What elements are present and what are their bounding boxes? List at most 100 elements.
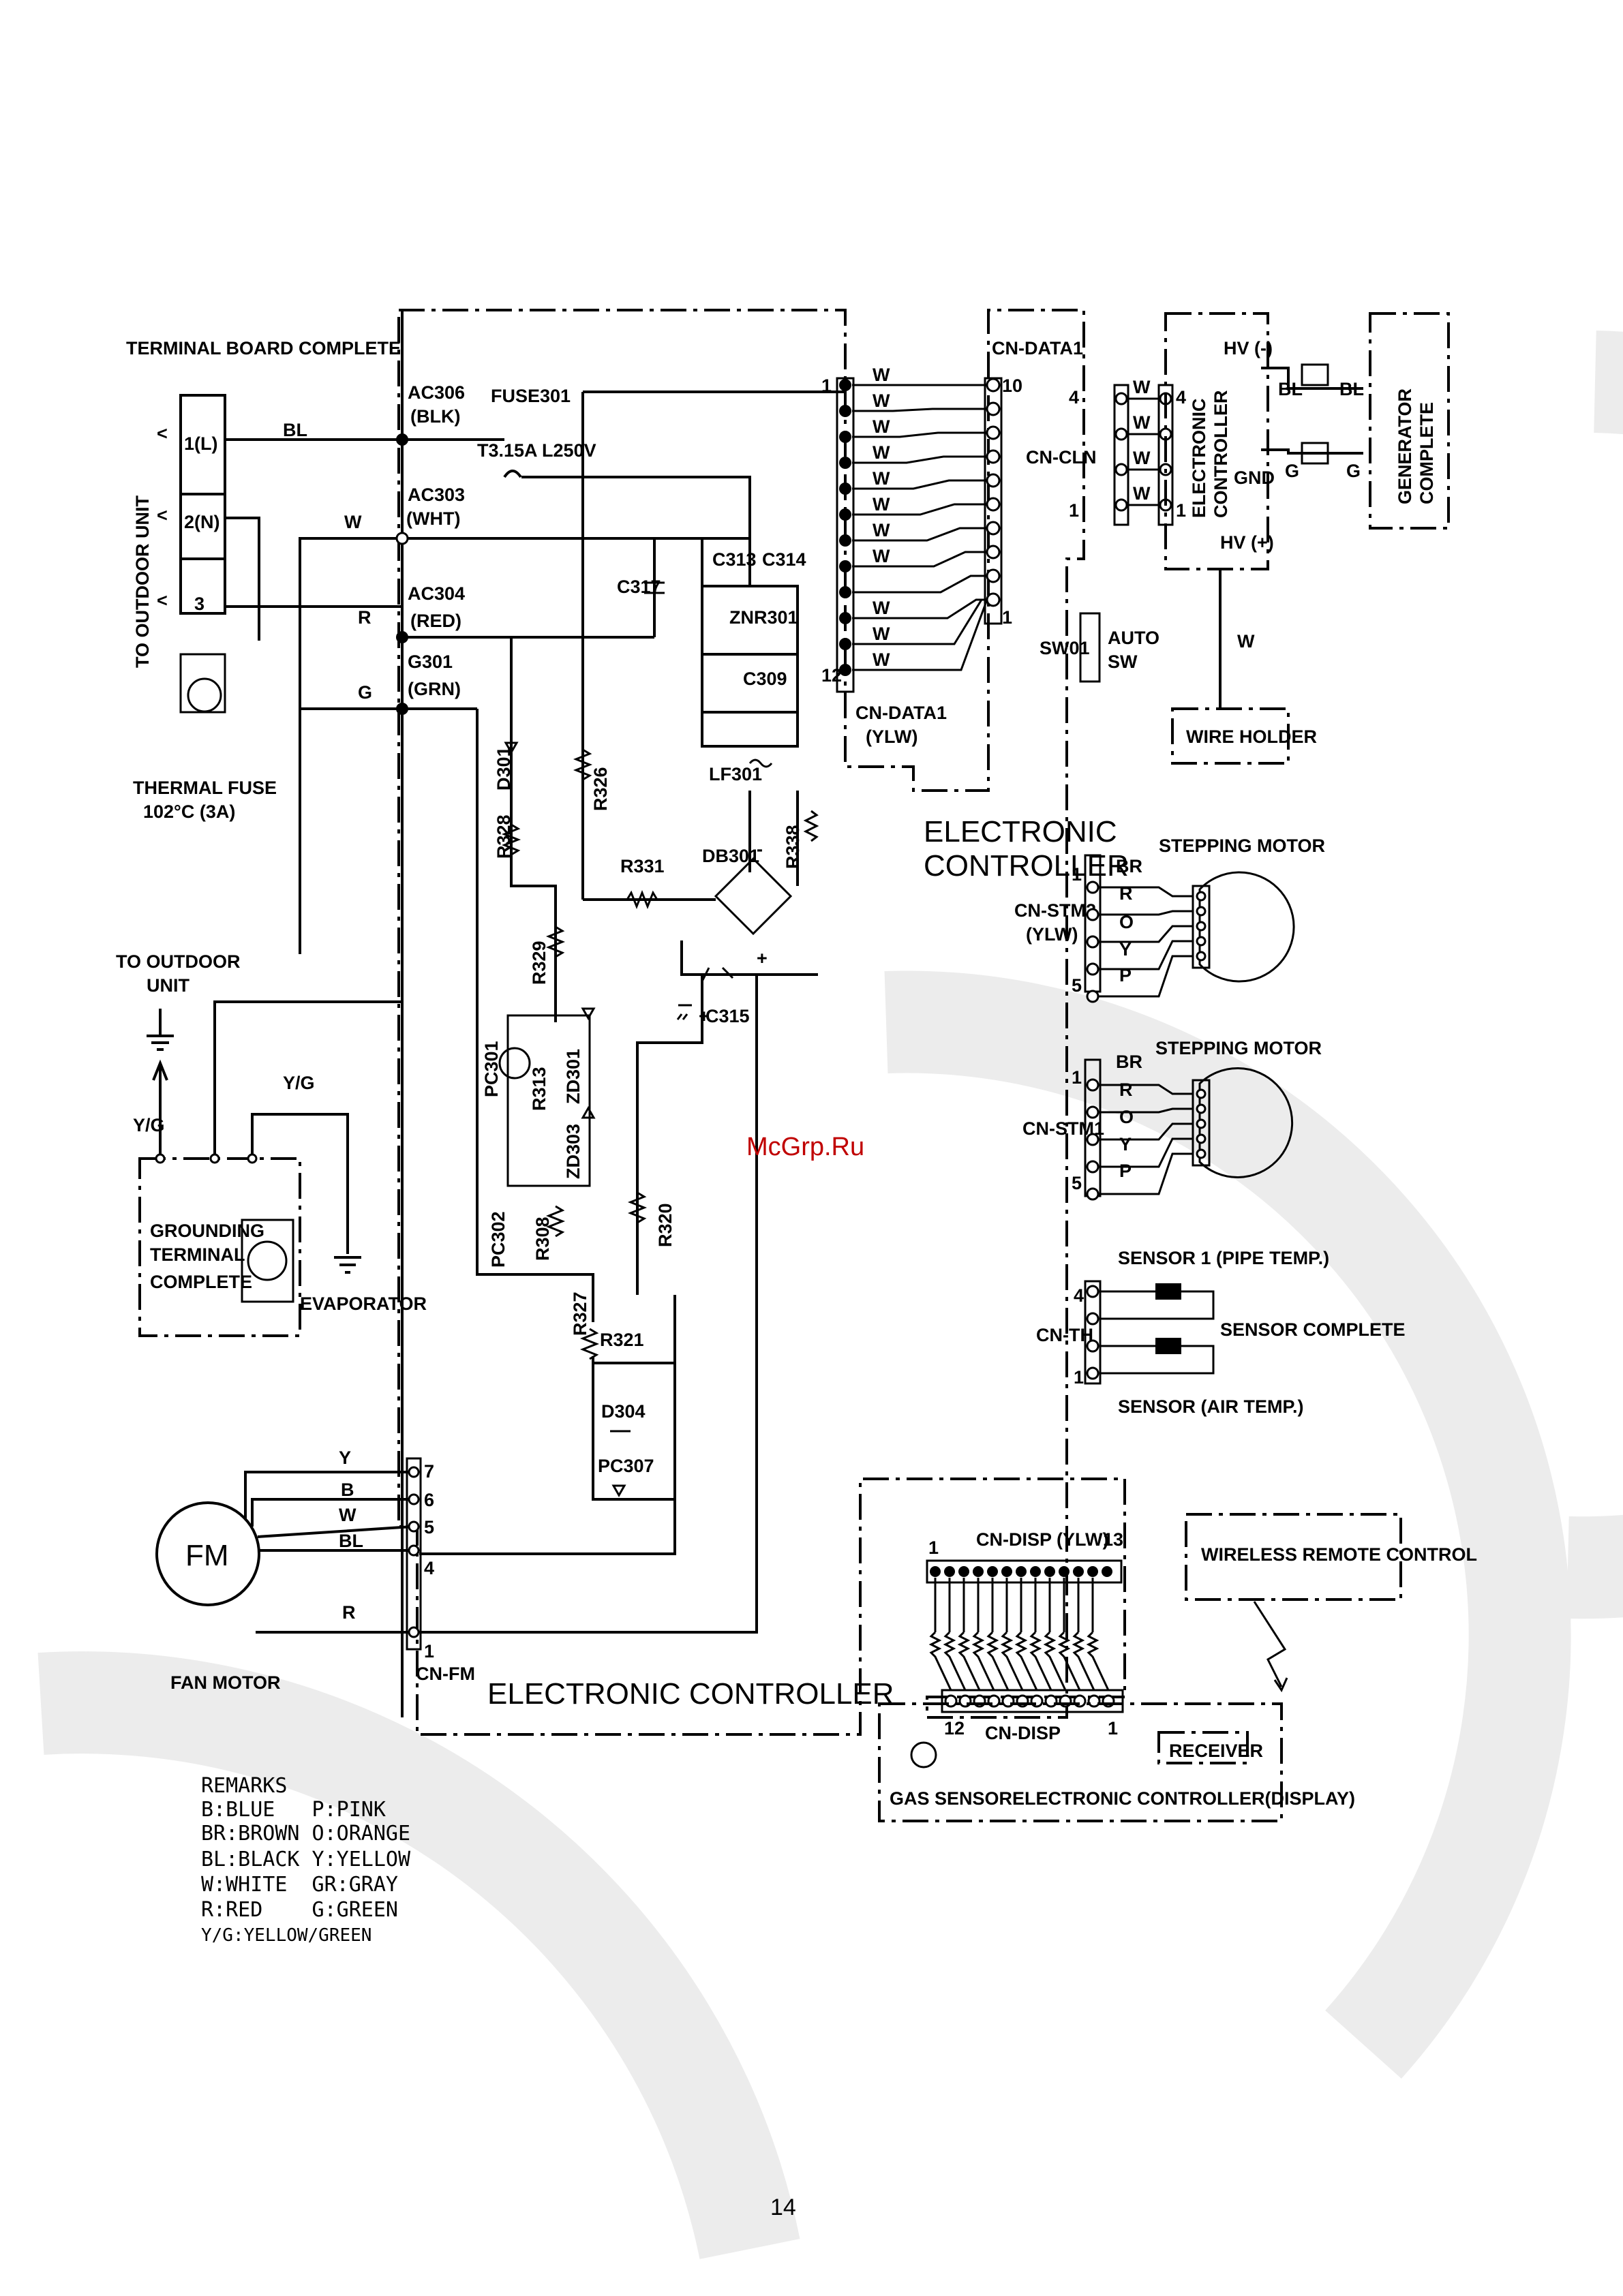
connector-pin bbox=[839, 560, 851, 572]
stepping-motor-top: STEPPING MOTOR CN-STM2 (YLW) 1 5 BR R O … bbox=[1014, 836, 1325, 1003]
connector-pin bbox=[839, 664, 851, 676]
connector-pin bbox=[1196, 891, 1207, 902]
cn-fm-label: CN-FM bbox=[416, 1664, 475, 1684]
cn-data1-connector: 1 12 CN-DATA1 10 1 CN-DATA1 (YLW) WWWWWW… bbox=[821, 338, 1083, 747]
connector-pin bbox=[1086, 1078, 1099, 1092]
remarks-title: REMARKS bbox=[201, 1774, 287, 1798]
r331-label: R331 bbox=[620, 856, 665, 876]
holder-wire-w: W bbox=[1237, 631, 1255, 652]
connector-pin bbox=[973, 1566, 984, 1577]
connector-pin bbox=[986, 473, 1001, 488]
minus-sign: - bbox=[757, 839, 763, 859]
ac306-color: (BLK) bbox=[410, 406, 460, 427]
connector-pin bbox=[1030, 1566, 1041, 1577]
gas-sensor-icon bbox=[910, 1741, 937, 1769]
connector-pin bbox=[1086, 908, 1099, 921]
stepping-motor-bottom: STEPPING MOTOR CN-STM1 1 5 BR R O Y P bbox=[1022, 1038, 1322, 1201]
connector-pin bbox=[1114, 498, 1128, 512]
gnd-label: GND bbox=[1234, 468, 1275, 488]
cn-data1-bottom-label: CN-DATA1 bbox=[855, 703, 947, 723]
c317-label: C317 bbox=[617, 577, 661, 597]
to-outdoor-label-2: UNIT bbox=[147, 975, 189, 996]
zd303-label: ZD303 bbox=[563, 1124, 583, 1179]
znr301-label: ZNR301 bbox=[729, 607, 798, 628]
terminal-board-title: TERMINAL BOARD COMPLETE bbox=[126, 338, 401, 358]
gen-controller-label-2: CONTROLLER bbox=[1211, 391, 1231, 518]
connector-pin bbox=[1087, 1566, 1098, 1577]
yg-label: Y/G bbox=[283, 1073, 315, 1093]
connector-pin bbox=[1001, 1566, 1012, 1577]
sensor-section: SENSOR 1 (PIPE TEMP.) SENSOR COMPLETE SE… bbox=[1036, 1248, 1406, 1417]
cn-disp-pin-12: 12 bbox=[944, 1718, 965, 1739]
data-wire-w: W bbox=[873, 546, 890, 566]
connector-pin bbox=[986, 449, 1001, 464]
gen-wire-bl-2: BL bbox=[1339, 379, 1364, 399]
stepping-motor-icon bbox=[1198, 1067, 1294, 1178]
r338-label: R338 bbox=[783, 825, 803, 869]
fuse301-rating: T3.15A L250V bbox=[477, 440, 596, 461]
cln-wire-w: W bbox=[1133, 483, 1151, 504]
to-outdoor-unit-label: TO OUTDOOR UNIT bbox=[132, 495, 153, 668]
c314-label: C314 bbox=[762, 549, 806, 570]
connector-pin bbox=[839, 586, 851, 598]
connector-pin bbox=[1102, 1566, 1112, 1577]
ac303-label: AC303 bbox=[408, 485, 465, 505]
cn-disp-top-connector bbox=[926, 1559, 1123, 1584]
hv-plus-label: HV (+) bbox=[1220, 532, 1274, 553]
connector-pin bbox=[408, 1493, 420, 1505]
fan-motor: FM FAN MOTOR CN-FM 7 6 5 4 1 Y B W BL R … bbox=[155, 975, 894, 1711]
evaporator-label: EVAPORATOR bbox=[300, 1294, 427, 1314]
sensor-pipe-label: SENSOR 1 (PIPE TEMP.) bbox=[1118, 1248, 1329, 1268]
g301-color: (GRN) bbox=[408, 679, 461, 699]
ground-terminal-icon bbox=[247, 1240, 288, 1281]
power-lines: BL W R G AC306 (BLK) AC303 (WHT) AC304 (… bbox=[225, 310, 751, 1717]
controller-label-1: ELECTRONIC bbox=[924, 815, 1117, 848]
cn-th-pin-4: 4 bbox=[1074, 1285, 1084, 1306]
fm-wire-b: B bbox=[341, 1480, 354, 1500]
connector-pin bbox=[1086, 990, 1099, 1003]
connector-pin bbox=[1196, 921, 1207, 932]
cn-data1-top-label: CN-DATA1 bbox=[992, 338, 1083, 358]
remarks-legend: REMARKS B:BLUE P:PINK BR:BROWN O:ORANGE … bbox=[201, 1774, 411, 1946]
display-wires bbox=[928, 1566, 1115, 1708]
bridge-rectifier-icon bbox=[714, 857, 793, 936]
fm-wire-r: R bbox=[342, 1602, 356, 1623]
connector-pin bbox=[839, 405, 851, 417]
data-wire-w: W bbox=[873, 649, 890, 670]
connector-pin bbox=[839, 431, 851, 443]
connector-pin bbox=[930, 1566, 941, 1577]
cn-cln-pin-4: 4 bbox=[1069, 387, 1079, 408]
thermal-fuse-icon bbox=[187, 677, 222, 713]
cn-data1-pin-12: 12 bbox=[821, 665, 842, 686]
connector-pin bbox=[839, 483, 851, 495]
gen-pin-4: 4 bbox=[1176, 387, 1186, 408]
connector-pin bbox=[1086, 1160, 1099, 1174]
stepping-motor-top-title: STEPPING MOTOR bbox=[1159, 836, 1325, 856]
data-wire-w: W bbox=[873, 391, 890, 411]
remark-line: B:BLUE P:PINK bbox=[201, 1798, 386, 1822]
connector-pin bbox=[408, 1466, 420, 1478]
connector-pin bbox=[1059, 1566, 1070, 1577]
wire-g-label: G bbox=[358, 682, 372, 703]
fan-motor-label: FAN MOTOR bbox=[170, 1672, 281, 1693]
connector-pin bbox=[1196, 906, 1207, 917]
data-wire-w: W bbox=[873, 416, 890, 437]
remark-line: BL:BLACK Y:YELLOW bbox=[201, 1848, 411, 1871]
cn-data1-pin-1-right: 1 bbox=[1002, 607, 1012, 628]
grounding-label-2: TERMINAL bbox=[150, 1244, 245, 1265]
r327-label: R327 bbox=[570, 1291, 590, 1336]
connector-pin bbox=[958, 1566, 969, 1577]
grounding-label-3: COMPLETE bbox=[150, 1272, 252, 1292]
fm-wire-y: Y bbox=[339, 1448, 351, 1468]
r308-label: R308 bbox=[532, 1216, 553, 1261]
cn-disp-bottom-label: CN-DISP bbox=[985, 1723, 1061, 1743]
thermistor-icon bbox=[1155, 1283, 1181, 1300]
terminal-3-label: 3 bbox=[194, 594, 204, 614]
cn-cln-label: CN-CLN bbox=[1026, 447, 1096, 468]
r313-label: R313 bbox=[529, 1067, 549, 1111]
cn-fm-pin-1: 1 bbox=[424, 1641, 434, 1662]
wire-r-label: R bbox=[358, 607, 371, 628]
cn-fm-pin-6: 6 bbox=[424, 1490, 434, 1510]
fuse-icon bbox=[503, 470, 522, 478]
